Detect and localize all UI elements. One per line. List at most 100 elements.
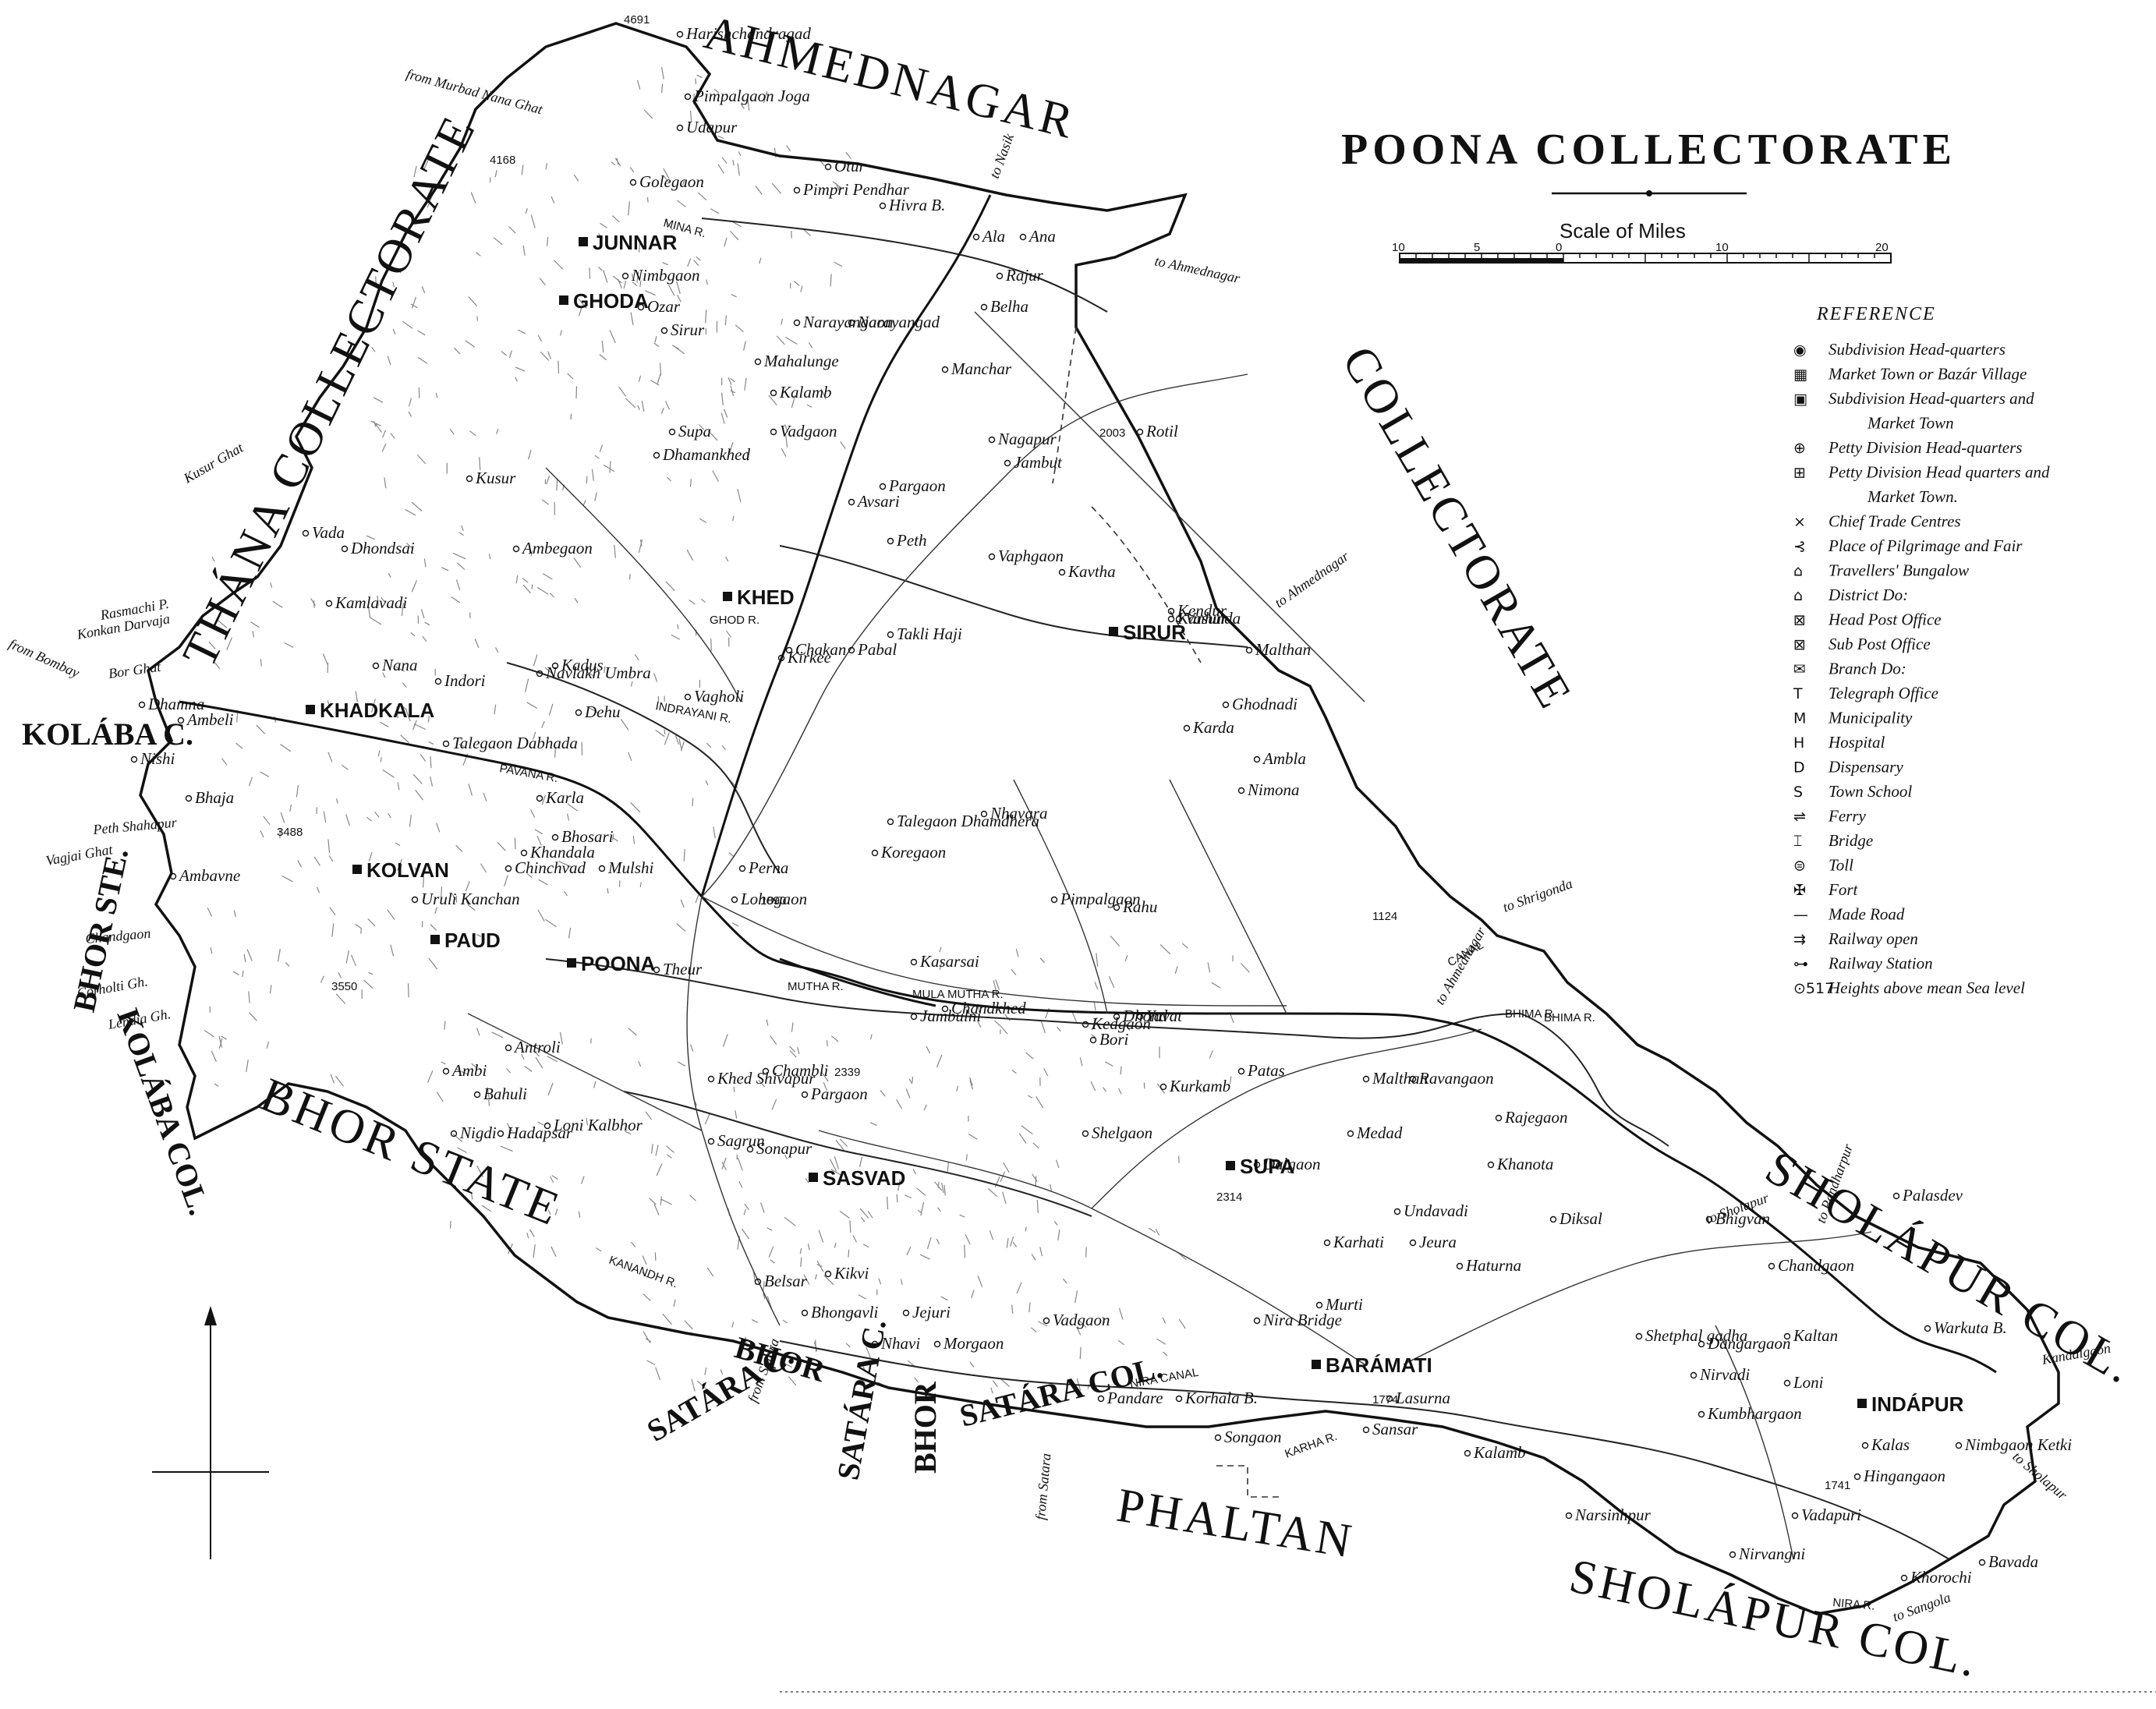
town-label-121: Ozar (647, 297, 681, 316)
reference-item-18: Town School (1829, 782, 1912, 801)
direction-label-10: Kusur Ghat (180, 439, 246, 487)
direction-label-3: to Ahmednagar (1272, 548, 1352, 611)
reference-item-24: Railway open (1828, 929, 1918, 948)
town-label-106: Kasarsai (919, 952, 979, 971)
height-label-2: 2003 (1099, 426, 1125, 440)
town-bold-3: POONA (581, 952, 656, 975)
town-label-40: Chakan (795, 640, 846, 659)
reference-symbol-19: ⇌ (1793, 809, 1806, 826)
town-label-115: Vada (312, 523, 345, 542)
reference-item-7: Chief Trade Centres (1829, 512, 1961, 531)
direction-label-4: to Shrigonda (1501, 876, 1575, 915)
town-label-123: Supa (678, 422, 711, 441)
town-label-69: Dangargaon (1707, 1334, 1791, 1353)
town-label-6: Hivra B. (888, 196, 945, 214)
river-label-3: MUTHA R. (788, 980, 844, 993)
town-label-58: Malthan (1372, 1069, 1428, 1088)
town-label-88: Bhongavli (811, 1303, 878, 1322)
scale-title: Scale of Miles (1559, 219, 1686, 242)
town-label-76: Bavada (1988, 1552, 2038, 1571)
town-label-68: Loni (1793, 1373, 1824, 1392)
town-label-124: Rotil (1145, 422, 1178, 441)
town-label-109: Khandala (529, 843, 595, 862)
reference-item-14: Telegraph Office (1829, 684, 1938, 702)
town-label-30: Karda (1192, 718, 1234, 737)
town-bold-11: GHODA (573, 289, 649, 313)
reference-symbol-24: ⇉ (1793, 931, 1806, 948)
town-label-2: Udapur (686, 118, 738, 136)
town-label-56: Patas (1247, 1061, 1285, 1080)
town-label-35: Koregaon (880, 843, 946, 862)
town-label-95: Sagrun (717, 1131, 765, 1150)
town-label-111: Nishi (140, 749, 175, 768)
town-label-48: Bhosari (561, 827, 614, 846)
town-label-80: Sansar (1372, 1420, 1418, 1438)
town-label-77: Narsinhpur (1574, 1506, 1652, 1524)
town-label-47: Chinchvad (515, 858, 586, 877)
reference-item-0: Subdivision Head-quarters (1829, 340, 2006, 359)
town-label-26: Kendur (1177, 601, 1227, 620)
reference-symbol-14: T (1793, 685, 1803, 702)
district-boundary (139, 22, 2060, 1615)
town-label-15: Vadgaon (780, 422, 837, 441)
town-label-82: Korhala B. (1184, 1389, 1258, 1407)
railway-lines (179, 194, 1997, 1374)
town-label-19: Pargaon (888, 476, 946, 495)
region-kolaba-c: KOLÁBA C. (22, 717, 193, 752)
town-label-54: Bori (1099, 1030, 1129, 1049)
town-label-59: Ravangaon (1418, 1069, 1494, 1088)
reference-symbol-13: ✉ (1793, 661, 1806, 678)
town-bold-10: PAUD (444, 929, 501, 952)
town-label-13: Mahalunge (763, 352, 839, 370)
town-label-18: Jambut (1014, 453, 1063, 472)
river-label-9: PAVANA R. (498, 762, 559, 785)
reference-item-4: Petty Division Head-quarters (1828, 438, 2022, 457)
river-label-7: KARHA R. (1283, 1430, 1340, 1461)
town-label-43: Navlakh Umbra (545, 663, 651, 682)
town-label-120: Nimbgaon (631, 266, 700, 285)
town-label-133: Shelgaon (1092, 1123, 1152, 1142)
reference-symbol-8: ⊰ (1793, 538, 1806, 555)
town-bold-8: KHADKALA (320, 699, 435, 722)
town-label-131: Jeura (1419, 1233, 1457, 1251)
town-bold-0: JUNNAR (593, 231, 678, 254)
scale-tick-1: 5 (1474, 241, 1480, 254)
town-label-73: Vadapuri (1801, 1506, 1861, 1524)
town-label-32: Nimona (1247, 780, 1300, 799)
reference-legend: REFERENCE ◉Subdivision Head-quarters▦Mar… (1793, 304, 2050, 997)
reference-symbol-5: ⊞ (1793, 465, 1806, 482)
reference-item-17: Dispensary (1828, 758, 1903, 777)
north-arrow-icon (152, 1306, 269, 1559)
reference-symbol-12: ⊠ (1793, 636, 1806, 653)
height-label-1: 4168 (490, 154, 515, 167)
town-label-38: Kirkee (787, 648, 831, 667)
reference-item-2: Subdivision Head-quarters and (1829, 389, 2034, 408)
reference-item-6: Market Town. (1867, 487, 1958, 506)
town-label-134: Haturna (1465, 1256, 1521, 1275)
reference-symbol-23: — (1793, 907, 1808, 924)
town-label-0: Harishchandragad (685, 24, 811, 43)
town-label-64: Palasdev (1902, 1186, 1963, 1205)
reference-symbol-21: ⊜ (1793, 858, 1806, 875)
town-label-46: Talegaon Dabhada (452, 734, 578, 752)
region-bhor-2: BHOR (908, 1381, 943, 1474)
town-label-22: Vaphgaon (998, 547, 1064, 565)
direction-label-5: to Ahmednagar (1432, 924, 1489, 1007)
direction-label-17: from Satara (1032, 1452, 1053, 1520)
river-label-12: BHIMA R. (1544, 1011, 1595, 1024)
reference-symbol-17: D (1793, 759, 1805, 777)
town-label-114: Dhondsai (350, 539, 415, 557)
town-label-137: Shetphal gadha (1645, 1326, 1747, 1345)
reference-item-8: Place of Pilgrimage and Fair (1828, 536, 2023, 555)
town-label-21: Peth (896, 531, 926, 550)
reference-item-13: Branch Do: (1829, 660, 1906, 678)
direction-label-21: to Sangola (1891, 1589, 1953, 1624)
reference-symbol-16: H (1793, 734, 1804, 752)
town-label-119: Dhamankhed (662, 445, 750, 464)
reference-symbol-7: × (1793, 514, 1806, 531)
town-label-4: Golegaon (639, 172, 704, 191)
